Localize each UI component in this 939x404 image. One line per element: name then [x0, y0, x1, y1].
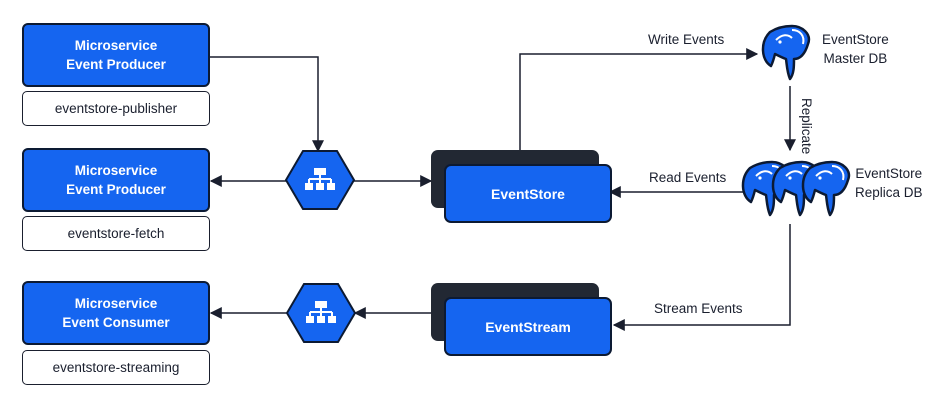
- master-db-label: EventStore Master DB: [822, 30, 889, 68]
- service-type-label: Microservice: [74, 163, 158, 178]
- postgres-elephant-icon: [801, 160, 851, 217]
- replica-db-icon: [741, 160, 851, 217]
- load-balancer-bottom: [285, 283, 357, 343]
- stream-events-arrow: [612, 224, 791, 331]
- db-name: EventStore: [822, 32, 889, 47]
- db-name: EventStore: [855, 166, 923, 181]
- replicate-label: Replicate: [799, 98, 814, 154]
- master-db-icon: [761, 24, 811, 81]
- write-events-label: Write Events: [648, 32, 725, 47]
- db-role: Master DB: [823, 51, 888, 66]
- replica-db-label: EventStore Replica DB: [855, 164, 923, 202]
- db-role: Replica DB: [855, 185, 923, 200]
- tag-fetch: eventstore-fetch: [22, 216, 210, 251]
- service-fetch[interactable]: Microservice Event Producer: [22, 148, 210, 212]
- postgres-elephant-icon: [761, 24, 811, 81]
- tag-publisher: eventstore-publisher: [22, 91, 210, 126]
- publisher-to-lb-arrow: [209, 56, 324, 153]
- service-type-label: Microservice: [74, 38, 158, 53]
- service-type-label: Microservice: [74, 296, 158, 311]
- read-events-label: Read Events: [649, 170, 727, 185]
- service-publisher[interactable]: Microservice Event Producer: [22, 23, 210, 87]
- service-role-label: Event Producer: [66, 182, 166, 197]
- load-balancer-top: [284, 150, 356, 210]
- service-consumer[interactable]: Microservice Event Consumer: [22, 281, 210, 345]
- service-role-label: Event Producer: [66, 57, 166, 72]
- write-events-arrow: [519, 48, 759, 151]
- connectors: [209, 48, 796, 331]
- stream-events-label: Stream Events: [654, 301, 743, 316]
- tag-streaming: eventstore-streaming: [22, 350, 210, 385]
- service-role-label: Event Consumer: [62, 315, 170, 330]
- eventstore-node[interactable]: EventStore: [444, 164, 612, 223]
- eventstream-node[interactable]: EventStream: [444, 297, 612, 356]
